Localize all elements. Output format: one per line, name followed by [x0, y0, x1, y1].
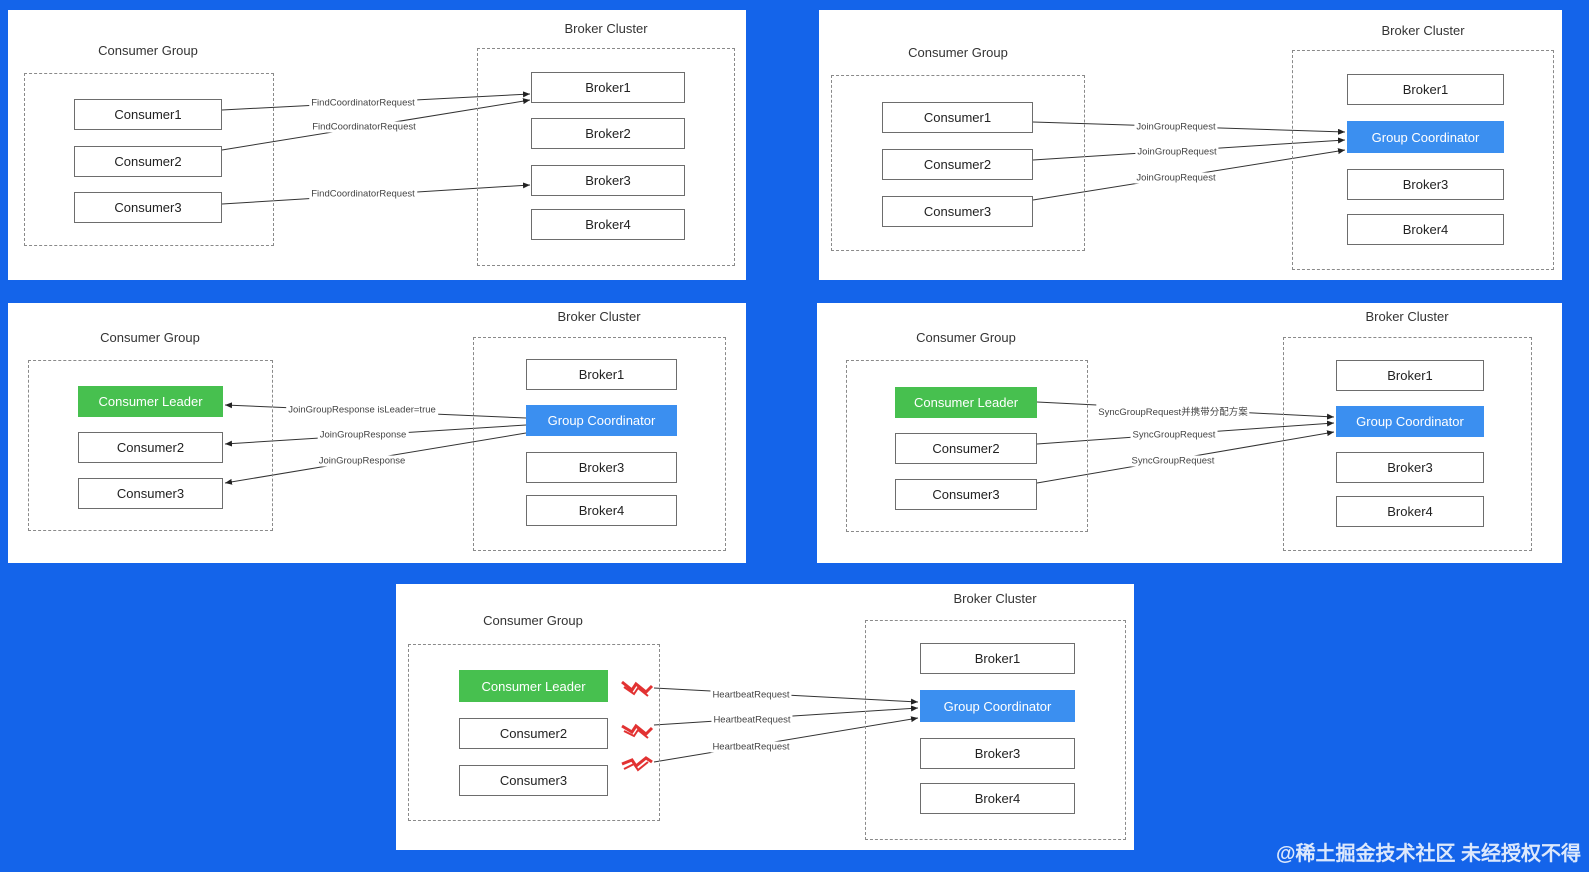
message-label: JoinGroupResponse	[317, 429, 409, 441]
consumer-node: Consumer3	[459, 765, 608, 796]
group-coordinator-node: Group Coordinator	[920, 690, 1075, 722]
message-label: JoinGroupRequest	[1134, 121, 1218, 133]
broker-cluster-label: Broker Cluster	[1381, 23, 1465, 38]
broker-node: Broker4	[920, 783, 1075, 814]
broker-node: Broker1	[920, 643, 1075, 674]
broker-node: Broker3	[1336, 452, 1484, 483]
consumer-node: Consumer3	[882, 196, 1033, 227]
broker-node: Broker3	[526, 452, 677, 483]
broker-node: Broker1	[526, 359, 677, 390]
consumer-group-box	[28, 360, 273, 531]
message-label: SyncGroupRequest并携带分配方案	[1096, 404, 1250, 418]
consumer-group-box	[846, 360, 1088, 532]
message-label: SyncGroupRequest	[1129, 455, 1217, 467]
broker-cluster-box	[473, 337, 726, 551]
panel-join-group-response: Consumer Group Broker Cluster Consumer L…	[8, 303, 746, 563]
message-label: FindCoordinatorRequest	[309, 97, 417, 109]
consumer-group-label: Consumer Group	[98, 43, 198, 58]
broker-node: Broker1	[1347, 74, 1504, 105]
message-label: HeartbeatRequest	[710, 689, 792, 701]
consumer-node: Consumer2	[459, 718, 608, 749]
consumer-leader-node: Consumer Leader	[459, 670, 608, 702]
broker-node: Broker1	[531, 72, 685, 103]
heartbeat-bolt-icon	[621, 680, 654, 697]
broker-node: Broker3	[1347, 169, 1504, 200]
broker-node: Broker4	[1336, 496, 1484, 527]
message-label: JoinGroupResponse isLeader=true	[286, 404, 438, 416]
consumer-node: Consumer1	[74, 99, 222, 130]
consumer-leader-node: Consumer Leader	[895, 387, 1037, 418]
heartbeat-bolt-icon	[621, 756, 653, 772]
message-label: JoinGroupResponse	[316, 455, 408, 467]
arrow-consumer3-coordinator	[653, 716, 919, 763]
broker-cluster-label: Broker Cluster	[1365, 309, 1449, 324]
broker-node: Broker3	[920, 738, 1075, 769]
consumer-group-box	[24, 73, 274, 246]
broker-cluster-box	[865, 620, 1126, 840]
consumer-group-box	[831, 75, 1085, 251]
heartbeat-bolt-icon	[621, 723, 654, 739]
consumer-group-box	[408, 644, 660, 821]
message-label: JoinGroupRequest	[1135, 146, 1219, 158]
group-coordinator-node: Group Coordinator	[1336, 406, 1484, 437]
group-coordinator-node: Group Coordinator	[1347, 121, 1504, 153]
message-label: JoinGroupRequest	[1134, 172, 1218, 184]
broker-node: Broker4	[531, 209, 685, 240]
consumer-leader-node: Consumer Leader	[78, 386, 223, 417]
consumer-group-label: Consumer Group	[916, 330, 1016, 345]
panel-heartbeat-request: Consumer Group Broker Cluster Consumer L…	[396, 584, 1134, 850]
watermark-text: @稀土掘金技术社区 未经授权不得	[1275, 843, 1581, 865]
broker-cluster-label: Broker Cluster	[564, 21, 648, 36]
consumer-node: Consumer3	[78, 478, 223, 509]
consumer-node: Consumer1	[882, 102, 1033, 133]
panel-sync-group-request: Consumer Group Broker Cluster Consumer L…	[817, 303, 1562, 563]
consumer-node: Consumer3	[74, 192, 222, 223]
consumer-node: Consumer2	[895, 433, 1037, 464]
broker-cluster-label: Broker Cluster	[557, 309, 641, 324]
consumer-group-label: Consumer Group	[908, 45, 1008, 60]
broker-node: Broker4	[526, 495, 677, 526]
broker-cluster-box	[477, 48, 735, 266]
broker-cluster-label: Broker Cluster	[953, 591, 1037, 606]
consumer-node: Consumer2	[78, 432, 223, 463]
broker-cluster-box	[1283, 337, 1532, 551]
consumer-node: Consumer2	[74, 146, 222, 177]
consumer-group-label: Consumer Group	[483, 613, 583, 628]
message-label: FindCoordinatorRequest	[309, 188, 417, 200]
panel-join-group-request: Consumer Group Broker Cluster Consumer1 …	[819, 10, 1562, 280]
consumer-node: Consumer2	[882, 149, 1033, 180]
consumer-node: Consumer3	[895, 479, 1037, 510]
message-label: SyncGroupRequest	[1130, 429, 1218, 441]
message-label: FindCoordinatorRequest	[310, 121, 418, 133]
message-label: HeartbeatRequest	[710, 741, 792, 753]
broker-node: Broker3	[531, 165, 685, 196]
broker-node: Broker1	[1336, 360, 1484, 391]
broker-node: Broker4	[1347, 214, 1504, 245]
message-label: HeartbeatRequest	[711, 714, 793, 726]
broker-node: Broker2	[531, 118, 685, 149]
group-coordinator-node: Group Coordinator	[526, 405, 677, 436]
panel-find-coordinator: Consumer Group Broker Cluster Consumer1 …	[8, 10, 746, 280]
consumer-group-label: Consumer Group	[100, 330, 200, 345]
broker-cluster-box	[1292, 50, 1554, 270]
